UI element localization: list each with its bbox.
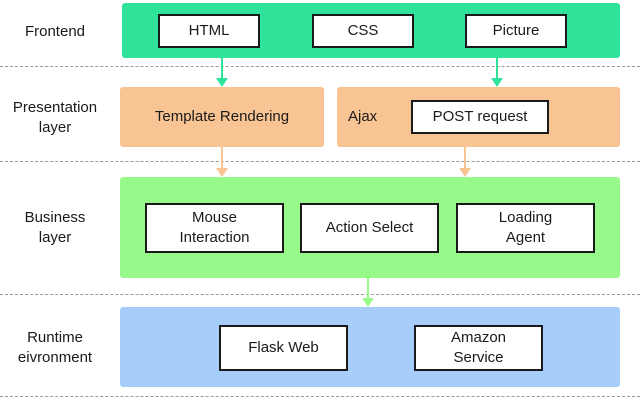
- divider-4: [0, 396, 640, 397]
- frontend-layer-label: Frontend: [24, 23, 86, 40]
- divider-1: [0, 66, 640, 67]
- picture-box: Picture: [465, 14, 567, 48]
- arrow-picture-to-ajax: [491, 58, 503, 87]
- arrow-html-to-template: [216, 58, 228, 87]
- loading-agent-box: Loading Agent: [456, 203, 595, 253]
- arrow-ajax-to-business: [459, 147, 471, 177]
- post-request-box: POST request: [411, 100, 549, 134]
- css-box: CSS: [312, 14, 414, 48]
- amazon-service-box: Amazon Service: [414, 325, 543, 371]
- runtime-layer-label: Runtime eivronment: [17, 329, 93, 366]
- template-rendering-panel: [120, 87, 324, 147]
- presentation-layer-label: Presentation layer: [12, 99, 98, 136]
- divider-2: [0, 161, 640, 162]
- flask-web-box: Flask Web: [219, 325, 348, 371]
- template-rendering-text: Template Rendering: [154, 108, 290, 125]
- html-box: HTML: [158, 14, 260, 48]
- business-layer-label: Business layer: [24, 209, 86, 246]
- action-select-box: Action Select: [300, 203, 439, 253]
- arrow-business-to-runtime: [362, 278, 374, 307]
- mouse-interaction-box: Mouse Interaction: [145, 203, 284, 253]
- arrow-template-to-business: [216, 147, 228, 177]
- ajax-text: Ajax: [348, 108, 378, 125]
- divider-3: [0, 294, 640, 295]
